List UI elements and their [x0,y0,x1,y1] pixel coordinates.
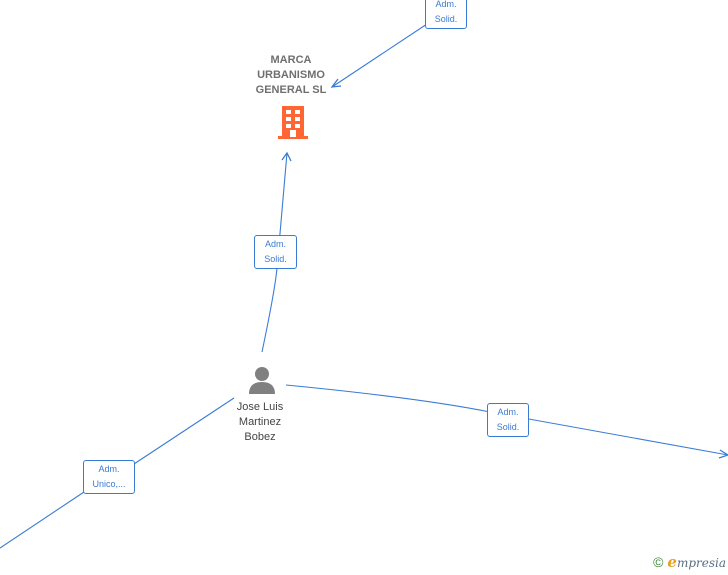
building-icon[interactable] [278,104,308,140]
edge-label-top-line-1: Adm. [435,0,457,9]
company-name-line-1: MARCA [270,54,312,66]
company-name-line-3: GENERAL SL [255,84,327,96]
arrowhead-person-company [281,151,292,162]
person-icon[interactable] [248,366,276,394]
edge-label-person-bottom-left-line-2: Unico,... [92,479,126,489]
edge-label-person-right-line-2: Solid. [496,422,520,432]
company-name[interactable]: MARCA URBANISMO GENERAL SL [236,53,346,98]
brand-rest: mpresia [676,555,726,570]
edge-label-person-company-line-2: Solid. [264,254,287,264]
edge-label-person-right-line-1: Adm. [497,407,519,417]
person-name[interactable]: Jose Luis Martinez Bobez [214,400,306,445]
arrowhead-top [330,78,342,88]
edge-line-person-bottom-left [0,397,235,549]
person-name-line-1: Jose Luis [236,401,284,413]
edge-label-person-company-line-1: Adm. [264,239,286,249]
brand-initial: e [667,552,677,571]
person-name-line-2: Martinez [238,416,282,428]
edge-label-top[interactable]: Adm. Solid. [425,0,467,29]
brand-logo: empresia [667,552,726,573]
edge-label-top-line-2: Solid. [434,14,458,24]
edge-label-person-bottom-left-line-1: Adm. [98,464,120,474]
edge-line-top [331,21,431,88]
edge-label-person-bottom-left[interactable]: Adm. Unico,... [83,460,135,494]
person-name-line-3: Bobez [244,431,276,443]
edge-line-person-right [285,384,728,456]
watermark: © empresia [653,552,726,572]
edge-label-person-company[interactable]: Adm. Solid. [254,235,297,269]
company-name-line-2: URBANISMO [257,69,325,81]
copyright-symbol: © [653,554,664,570]
arrowhead-person-right [718,449,728,459]
edge-label-person-right[interactable]: Adm. Solid. [487,403,529,437]
